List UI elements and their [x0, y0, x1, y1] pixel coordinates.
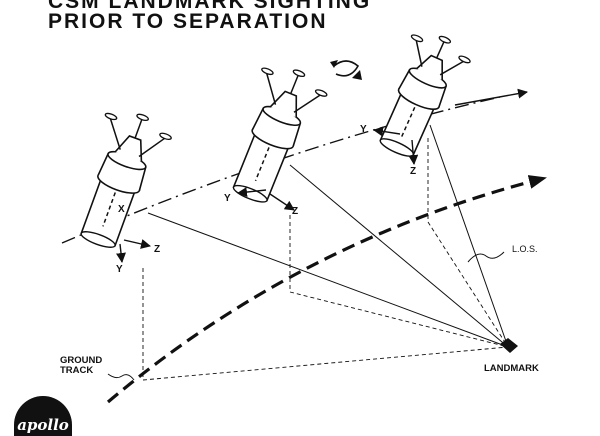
sc1-y-axis — [116, 243, 126, 263]
landmark-label: LANDMARK — [484, 363, 539, 374]
apollo-logo-text: apollo — [17, 416, 69, 434]
sc1-x-label: X — [118, 204, 125, 215]
sc2-z-label: Z — [292, 206, 299, 217]
apollo-logo: apollo — [14, 396, 72, 436]
ground-line-1 — [142, 346, 509, 381]
ground-track-label: GROUND TRACK — [60, 355, 103, 377]
sc2-y-axis — [237, 187, 267, 198]
ground-track-leader — [107, 373, 135, 381]
sc3-z-label: Z — [410, 166, 417, 177]
orbit-direction-arrow — [454, 88, 528, 106]
spacecraft-1 — [80, 112, 172, 248]
ground-track-path — [106, 175, 547, 404]
ground-line-2 — [289, 291, 509, 348]
los-label: L.O.S. — [512, 244, 538, 254]
orbit-path — [61, 96, 501, 244]
line-of-sight-1 — [147, 212, 509, 348]
diagram-title-line1: CSM LANDMARK SIGHTING — [48, 0, 372, 13]
sc2-z-axis — [269, 193, 295, 211]
sc1-z-label: Z — [154, 244, 161, 255]
spacecraft-3 — [379, 34, 471, 157]
sc2-y-label: Y — [224, 193, 231, 204]
sc1-y-label: Y — [116, 264, 123, 275]
spacecraft-2 — [232, 67, 328, 203]
line-of-sight-2 — [289, 164, 509, 348]
sc3-z-axis — [408, 139, 419, 165]
diagram-title-line2: PRIOR TO SEPARATION — [48, 10, 328, 33]
landmark-marker — [500, 338, 518, 353]
ground-line-3 — [427, 221, 509, 348]
rotation-arrow-icon — [333, 60, 360, 77]
line-of-sight-3 — [429, 124, 509, 348]
sc3-y-label: Y — [360, 124, 367, 135]
sc3-y-axis — [373, 126, 401, 137]
los-leader — [467, 251, 505, 263]
sc1-z-axis — [123, 239, 151, 249]
